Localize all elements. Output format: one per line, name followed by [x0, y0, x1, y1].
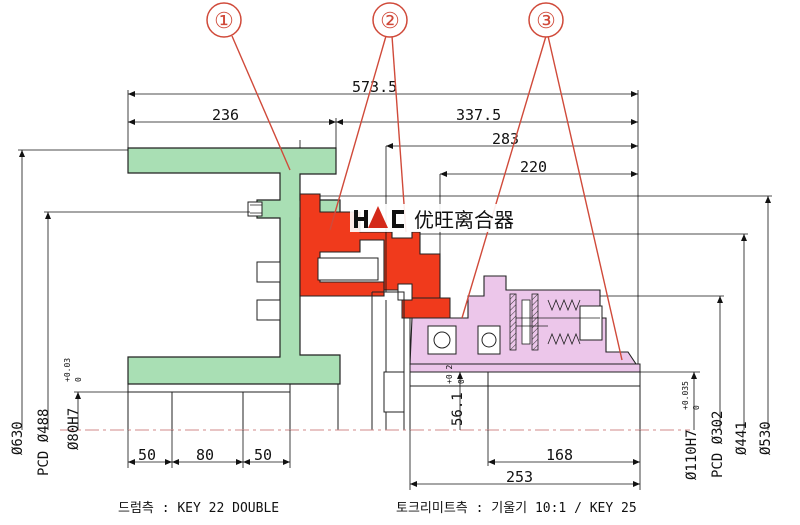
- dim-d441: Ø441: [734, 421, 750, 455]
- left-vertical-dims: [18, 149, 250, 430]
- dim-pcd-302: PCD Ø302: [710, 411, 726, 478]
- tol-d80-lower: 0: [74, 377, 83, 382]
- dim-key-50-left: 50: [138, 446, 156, 464]
- callout-leaders: [231, 35, 623, 361]
- footer-limiter-note: 토크리미트측 : 기울기 10:1 / KEY 25: [396, 501, 637, 516]
- hac-logo-mark: [354, 206, 404, 228]
- drum-base-lines: [127, 384, 339, 430]
- dim-key-50-right: 50: [254, 446, 272, 464]
- hub-part: [299, 193, 451, 319]
- tol-d110-lower: 0: [692, 405, 701, 410]
- dim-d110h7: Ø110H7: [684, 429, 700, 480]
- dim-mid-length: 283: [492, 130, 519, 148]
- dim-253: 253: [506, 468, 533, 486]
- tol-d80-upper: +0.03: [63, 358, 72, 382]
- limiter-part: [409, 275, 641, 373]
- top-dimensions: [127, 90, 639, 364]
- dim-d80h7: Ø80H7: [66, 408, 82, 450]
- drum-part: [127, 147, 341, 385]
- callout-1-label: ①: [214, 8, 234, 33]
- footer-drum-note: 드럼측 : KEY 22 DOUBLE: [118, 501, 279, 516]
- dim-d630: Ø630: [10, 421, 26, 455]
- tol-d110-upper: +0.035: [681, 381, 690, 410]
- tol-56-lower: 0: [457, 379, 466, 384]
- callout-3: ③: [528, 2, 564, 38]
- dim-inner-length: 220: [520, 158, 547, 176]
- callout-2: ②: [372, 2, 408, 38]
- callout-3-label: ③: [536, 8, 556, 33]
- callout-1: ①: [206, 2, 242, 38]
- bottom-dimensions: [127, 430, 641, 490]
- dim-pcd-488: PCD Ø488: [36, 409, 52, 476]
- dim-d530: Ø530: [758, 421, 774, 455]
- shaft-body: [371, 291, 641, 430]
- dim-drum-length: 236: [212, 106, 239, 124]
- brand-logo: 优旺离合器: [350, 204, 546, 232]
- tol-56-upper: +0.2: [445, 365, 454, 384]
- callout-2-label: ②: [380, 8, 400, 33]
- dim-key-80: 80: [196, 446, 214, 464]
- brand-name: 优旺离合器: [414, 208, 514, 232]
- dim-right-length: 337.5: [456, 106, 501, 124]
- dim-168: 168: [546, 446, 573, 464]
- dim-overall-length: 573.5: [352, 78, 397, 96]
- right-vertical-dims: [320, 195, 772, 430]
- dim-56-1: 56.1: [450, 392, 466, 426]
